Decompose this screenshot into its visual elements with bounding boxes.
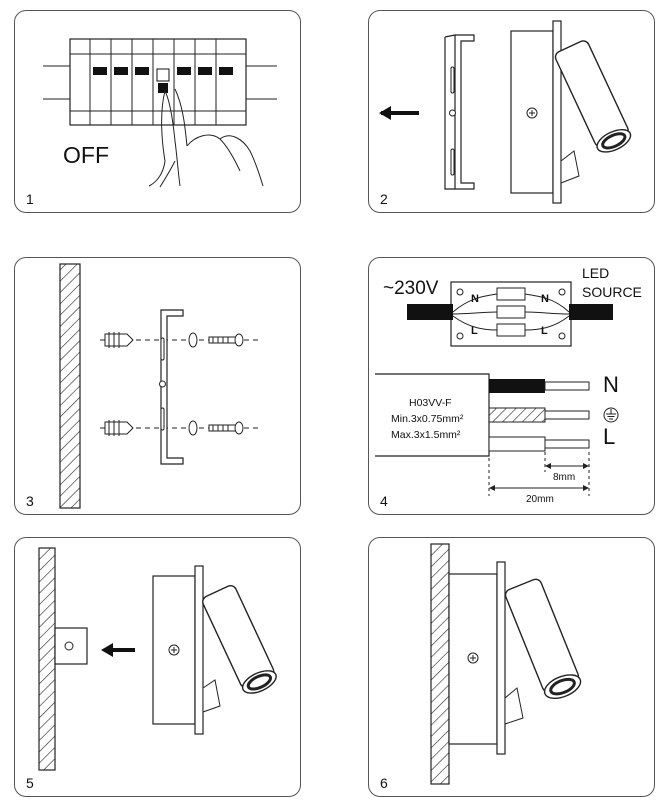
breaker-illustration: OFF	[43, 38, 277, 188]
bracket-removal-illustration	[379, 20, 632, 204]
earth-icon	[603, 407, 619, 423]
step-number: 5	[26, 775, 34, 791]
wire-n-label: N	[603, 372, 619, 397]
arrow-left-icon	[101, 643, 113, 657]
cable-type-label: H03VV-F	[409, 397, 452, 409]
wiring-diagram: ~230V LED SOURCE N L N L H03V	[375, 265, 642, 505]
step-6-panel: 6	[368, 537, 655, 797]
step-3-panel: 3	[14, 257, 301, 515]
wall	[59, 263, 81, 509]
installed-lamp-illustration	[430, 543, 582, 785]
step-4-panel: ~230V LED SOURCE N L N L H03V	[368, 257, 655, 515]
led-source-label-line2: SOURCE	[582, 284, 642, 300]
terminal-n-right: N	[541, 293, 549, 305]
step-number: 6	[380, 775, 388, 791]
terminal-l-right: L	[541, 325, 548, 337]
terminal-l-left: L	[471, 325, 478, 337]
cable-min-label: Min.3x0.75mm²	[391, 413, 464, 425]
wall	[38, 547, 56, 771]
cable-max-label: Max.3x1.5mm²	[391, 429, 461, 441]
led-source-label-line1: LED	[582, 265, 609, 281]
step-5-panel: 5	[14, 537, 301, 797]
step-number: 2	[380, 191, 388, 207]
arrow-left-icon	[379, 106, 391, 120]
bracket-mounting-illustration	[59, 263, 260, 509]
step-number: 3	[26, 493, 34, 509]
strip-length-long: 20mm	[526, 494, 554, 505]
step-number: 4	[380, 493, 388, 509]
lamp-attach-illustration	[38, 547, 277, 771]
voltage-label: ~230V	[383, 278, 439, 299]
step-number: 1	[26, 191, 34, 207]
step-2-panel: 2	[368, 10, 655, 213]
wire-l-label: L	[603, 424, 615, 449]
off-label: OFF	[63, 142, 109, 168]
wall	[430, 543, 450, 785]
terminal-n-left: N	[471, 293, 479, 305]
strip-length-short: 8mm	[553, 472, 575, 483]
step-1-panel: OFF 1	[14, 10, 301, 213]
